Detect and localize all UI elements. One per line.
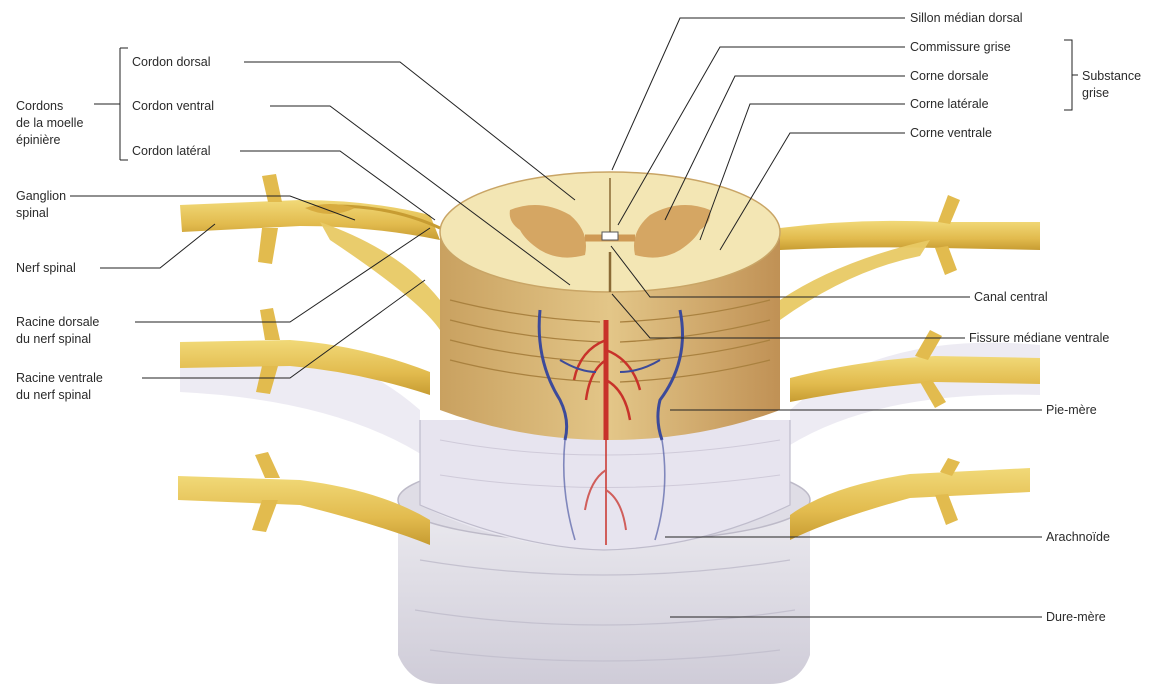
label-sillon-median-dorsal: Sillon médian dorsal <box>910 11 1023 25</box>
label-cordon-dorsal: Cordon dorsal <box>132 55 211 69</box>
label-commissure-grise: Commissure grise <box>910 40 1011 54</box>
label-canal-central: Canal central <box>974 290 1048 304</box>
label-pie-mere: Pie-mère <box>1046 403 1097 417</box>
label-racine-dorsale-line2: du nerf spinal <box>16 332 91 346</box>
cord-cross-section <box>440 172 780 292</box>
label-racine-ventrale-line1: Racine ventrale <box>16 371 103 385</box>
label-nerf-spinal: Nerf spinal <box>16 261 76 275</box>
right-labels: Sillon médian dorsal Commissure grise Co… <box>910 11 1141 624</box>
label-racine-dorsale-line1: Racine dorsale <box>16 315 99 329</box>
label-cordons-line3: épinière <box>16 133 61 147</box>
label-ganglion-line1: Ganglion <box>16 189 66 203</box>
label-ganglion-line2: spinal <box>16 206 49 220</box>
label-cordon-ventral: Cordon ventral <box>132 99 214 113</box>
label-racine-ventrale-line2: du nerf spinal <box>16 388 91 402</box>
label-substance-grise-line1: Substance <box>1082 69 1141 83</box>
label-cordons-line2: de la moelle <box>16 116 83 130</box>
label-cordon-lateral: Cordon latéral <box>132 144 211 158</box>
label-arachnoide: Arachnoïde <box>1046 530 1110 544</box>
label-corne-laterale: Corne latérale <box>910 97 989 111</box>
label-corne-ventrale: Corne ventrale <box>910 126 992 140</box>
label-fissure-mediane-ventrale: Fissure médiane ventrale <box>969 331 1109 345</box>
label-dure-mere: Dure-mère <box>1046 610 1106 624</box>
label-corne-dorsale: Corne dorsale <box>910 69 989 83</box>
label-cordons-line1: Cordons <box>16 99 63 113</box>
label-substance-grise-line2: grise <box>1082 86 1109 100</box>
